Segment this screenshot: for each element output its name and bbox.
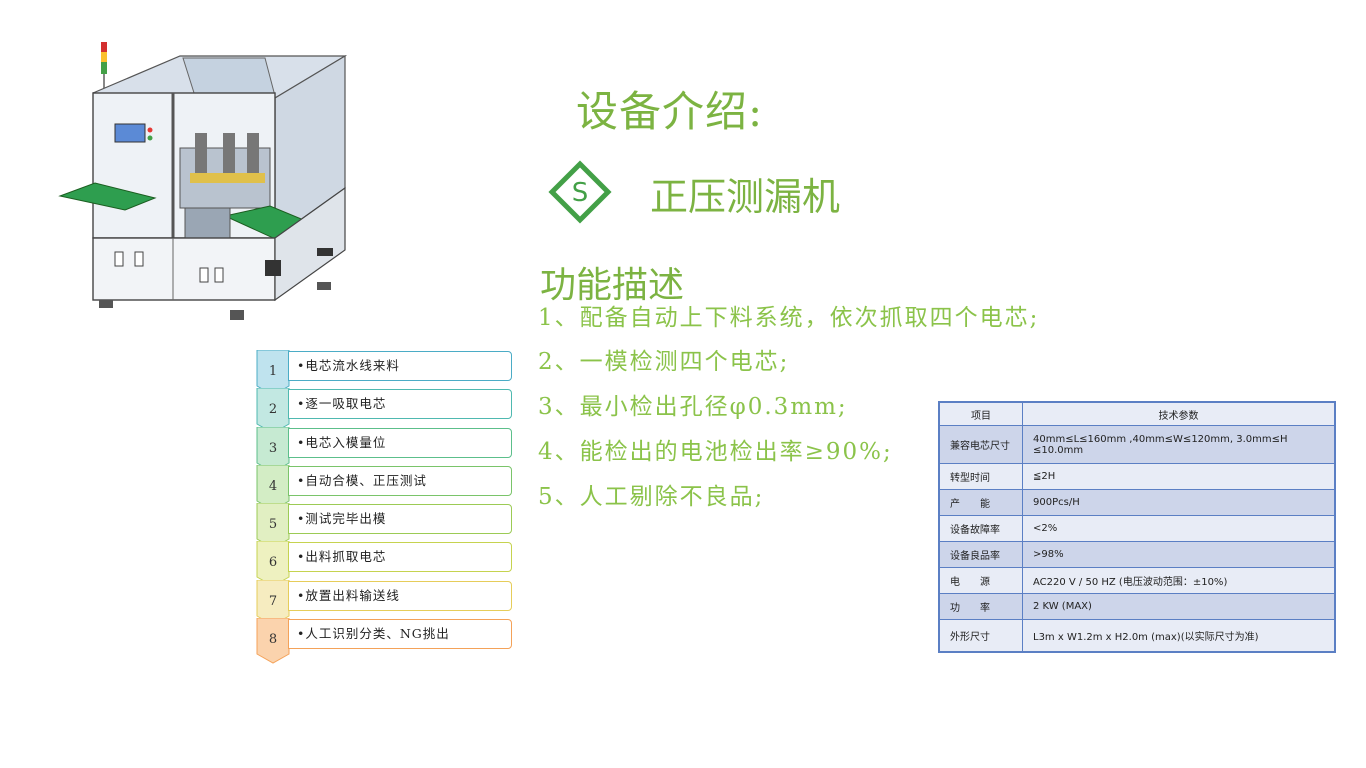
- table-row: 功 率 2 KW (MAX): [938, 593, 1336, 620]
- step-number: 5: [268, 517, 278, 533]
- table-row: 电 源 AC220 V / 50 HZ (电压波动范围：±10%): [938, 567, 1336, 594]
- feature-item: 1、配备自动上下料系统，依次抓取四个电芯;: [538, 305, 1040, 331]
- table-row: 兼容电芯尺寸 40mm≤L≤160mm ,40mm≤W≤120mm, 3.0mm…: [938, 425, 1336, 464]
- flow-step: 7 •放置出料输送线: [256, 579, 518, 626]
- spec-key: 外形尺寸: [938, 619, 1023, 652]
- spec-value: 40mm≤L≤160mm ,40mm≤W≤120mm, 3.0mm≤H ≤10.…: [1022, 425, 1336, 464]
- flow-step: 6 •出料抓取电芯: [256, 541, 518, 588]
- step-number: 4: [268, 478, 278, 494]
- feature-item: 5、人工剔除不良品;: [538, 484, 765, 510]
- step-label: •人工识别分类、NG挑出: [288, 619, 512, 650]
- spec-table-header: 项目 技术参数: [938, 401, 1336, 426]
- spec-value: 2 KW (MAX): [1022, 593, 1336, 620]
- header-item: 项目: [938, 401, 1023, 426]
- step-number: 3: [268, 440, 278, 456]
- flow-step: 4 •自动合模、正压测试: [256, 464, 518, 511]
- step-label: •自动合模、正压测试: [288, 465, 512, 496]
- flow-step: 5 •测试完毕出模: [256, 503, 518, 549]
- flow-step: 3 •电芯入模量位: [256, 426, 518, 473]
- step-number: 8: [268, 632, 278, 648]
- flow-step: 1 •电芯流水线来料: [256, 350, 518, 396]
- flow-step: 8 •人工识别分类、NG挑出: [256, 618, 518, 664]
- table-row: 外形尺寸 L3m x W1.2m x H2.0m (max)(以实际尺寸为准): [938, 619, 1336, 652]
- svg-text:S: S: [572, 178, 589, 208]
- step-label: •逐一吸取电芯: [288, 389, 512, 420]
- feature-list: 1、配备自动上下料系统，依次抓取四个电芯; 2、一模检测四个电芯; 3、最小检出…: [538, 300, 1039, 524]
- header-params: 技术参数: [1022, 401, 1336, 426]
- chevron-icon: [256, 618, 290, 664]
- step-label: •测试完毕出模: [288, 504, 512, 535]
- table-row: 设备故障率 <2%: [938, 515, 1336, 542]
- table-row: 转型时间 ≦2H: [938, 463, 1336, 490]
- flow-step: 2 •逐一吸取电芯: [256, 388, 518, 434]
- spec-value: 900Pcs/H: [1022, 489, 1336, 516]
- spec-key: 设备良品率: [938, 541, 1023, 568]
- step-number: 2: [268, 402, 278, 418]
- table-row: 设备良品率 >98%: [938, 541, 1336, 568]
- feature-item: 2、一模检测四个电芯;: [538, 349, 790, 375]
- step-label: •电芯入模量位: [288, 427, 512, 458]
- page-title: 设备介绍:: [576, 87, 764, 136]
- step-label: •电芯流水线来料: [288, 351, 512, 381]
- spec-key: 功 率: [938, 593, 1023, 620]
- machine-illustration: [58, 42, 348, 320]
- step-label: •放置出料输送线: [288, 580, 512, 611]
- spec-key: 电 源: [938, 567, 1023, 594]
- process-flow: 1 •电芯流水线来料 2 •逐一吸取电芯 3 •电芯入模量位 4 •自动合模、正压测试 5 •测试…: [256, 350, 518, 664]
- spec-value: AC220 V / 50 HZ (电压波动范围：±10%): [1022, 567, 1336, 594]
- spec-key: 兼容电芯尺寸: [938, 425, 1023, 464]
- spec-value: L3m x W1.2m x H2.0m (max)(以实际尺寸为准): [1022, 619, 1336, 652]
- spec-key: 转型时间: [938, 463, 1023, 490]
- step-number: 1: [268, 364, 278, 379]
- step-number: 6: [268, 555, 278, 571]
- spec-value: <2%: [1022, 515, 1336, 542]
- table-row: 产 能 900Pcs/H: [938, 489, 1336, 516]
- step-label: •出料抓取电芯: [288, 542, 512, 573]
- step-number: 7: [268, 593, 278, 609]
- spec-value: ≦2H: [1022, 463, 1336, 490]
- feature-item: 3、最小检出孔径φ0.3mm;: [538, 394, 848, 420]
- function-heading: 功能描述: [540, 265, 685, 306]
- spec-key: 设备故障率: [938, 515, 1023, 542]
- spec-table: 项目 技术参数 兼容电芯尺寸 40mm≤L≤160mm ,40mm≤W≤120m…: [938, 401, 1336, 653]
- feature-item: 4、能检出的电池检出率≥90%;: [538, 439, 893, 465]
- logo-icon: S: [548, 160, 612, 224]
- spec-key: 产 能: [938, 489, 1023, 516]
- machine-name: 正压测漏机: [650, 175, 841, 219]
- spec-value: >98%: [1022, 541, 1336, 568]
